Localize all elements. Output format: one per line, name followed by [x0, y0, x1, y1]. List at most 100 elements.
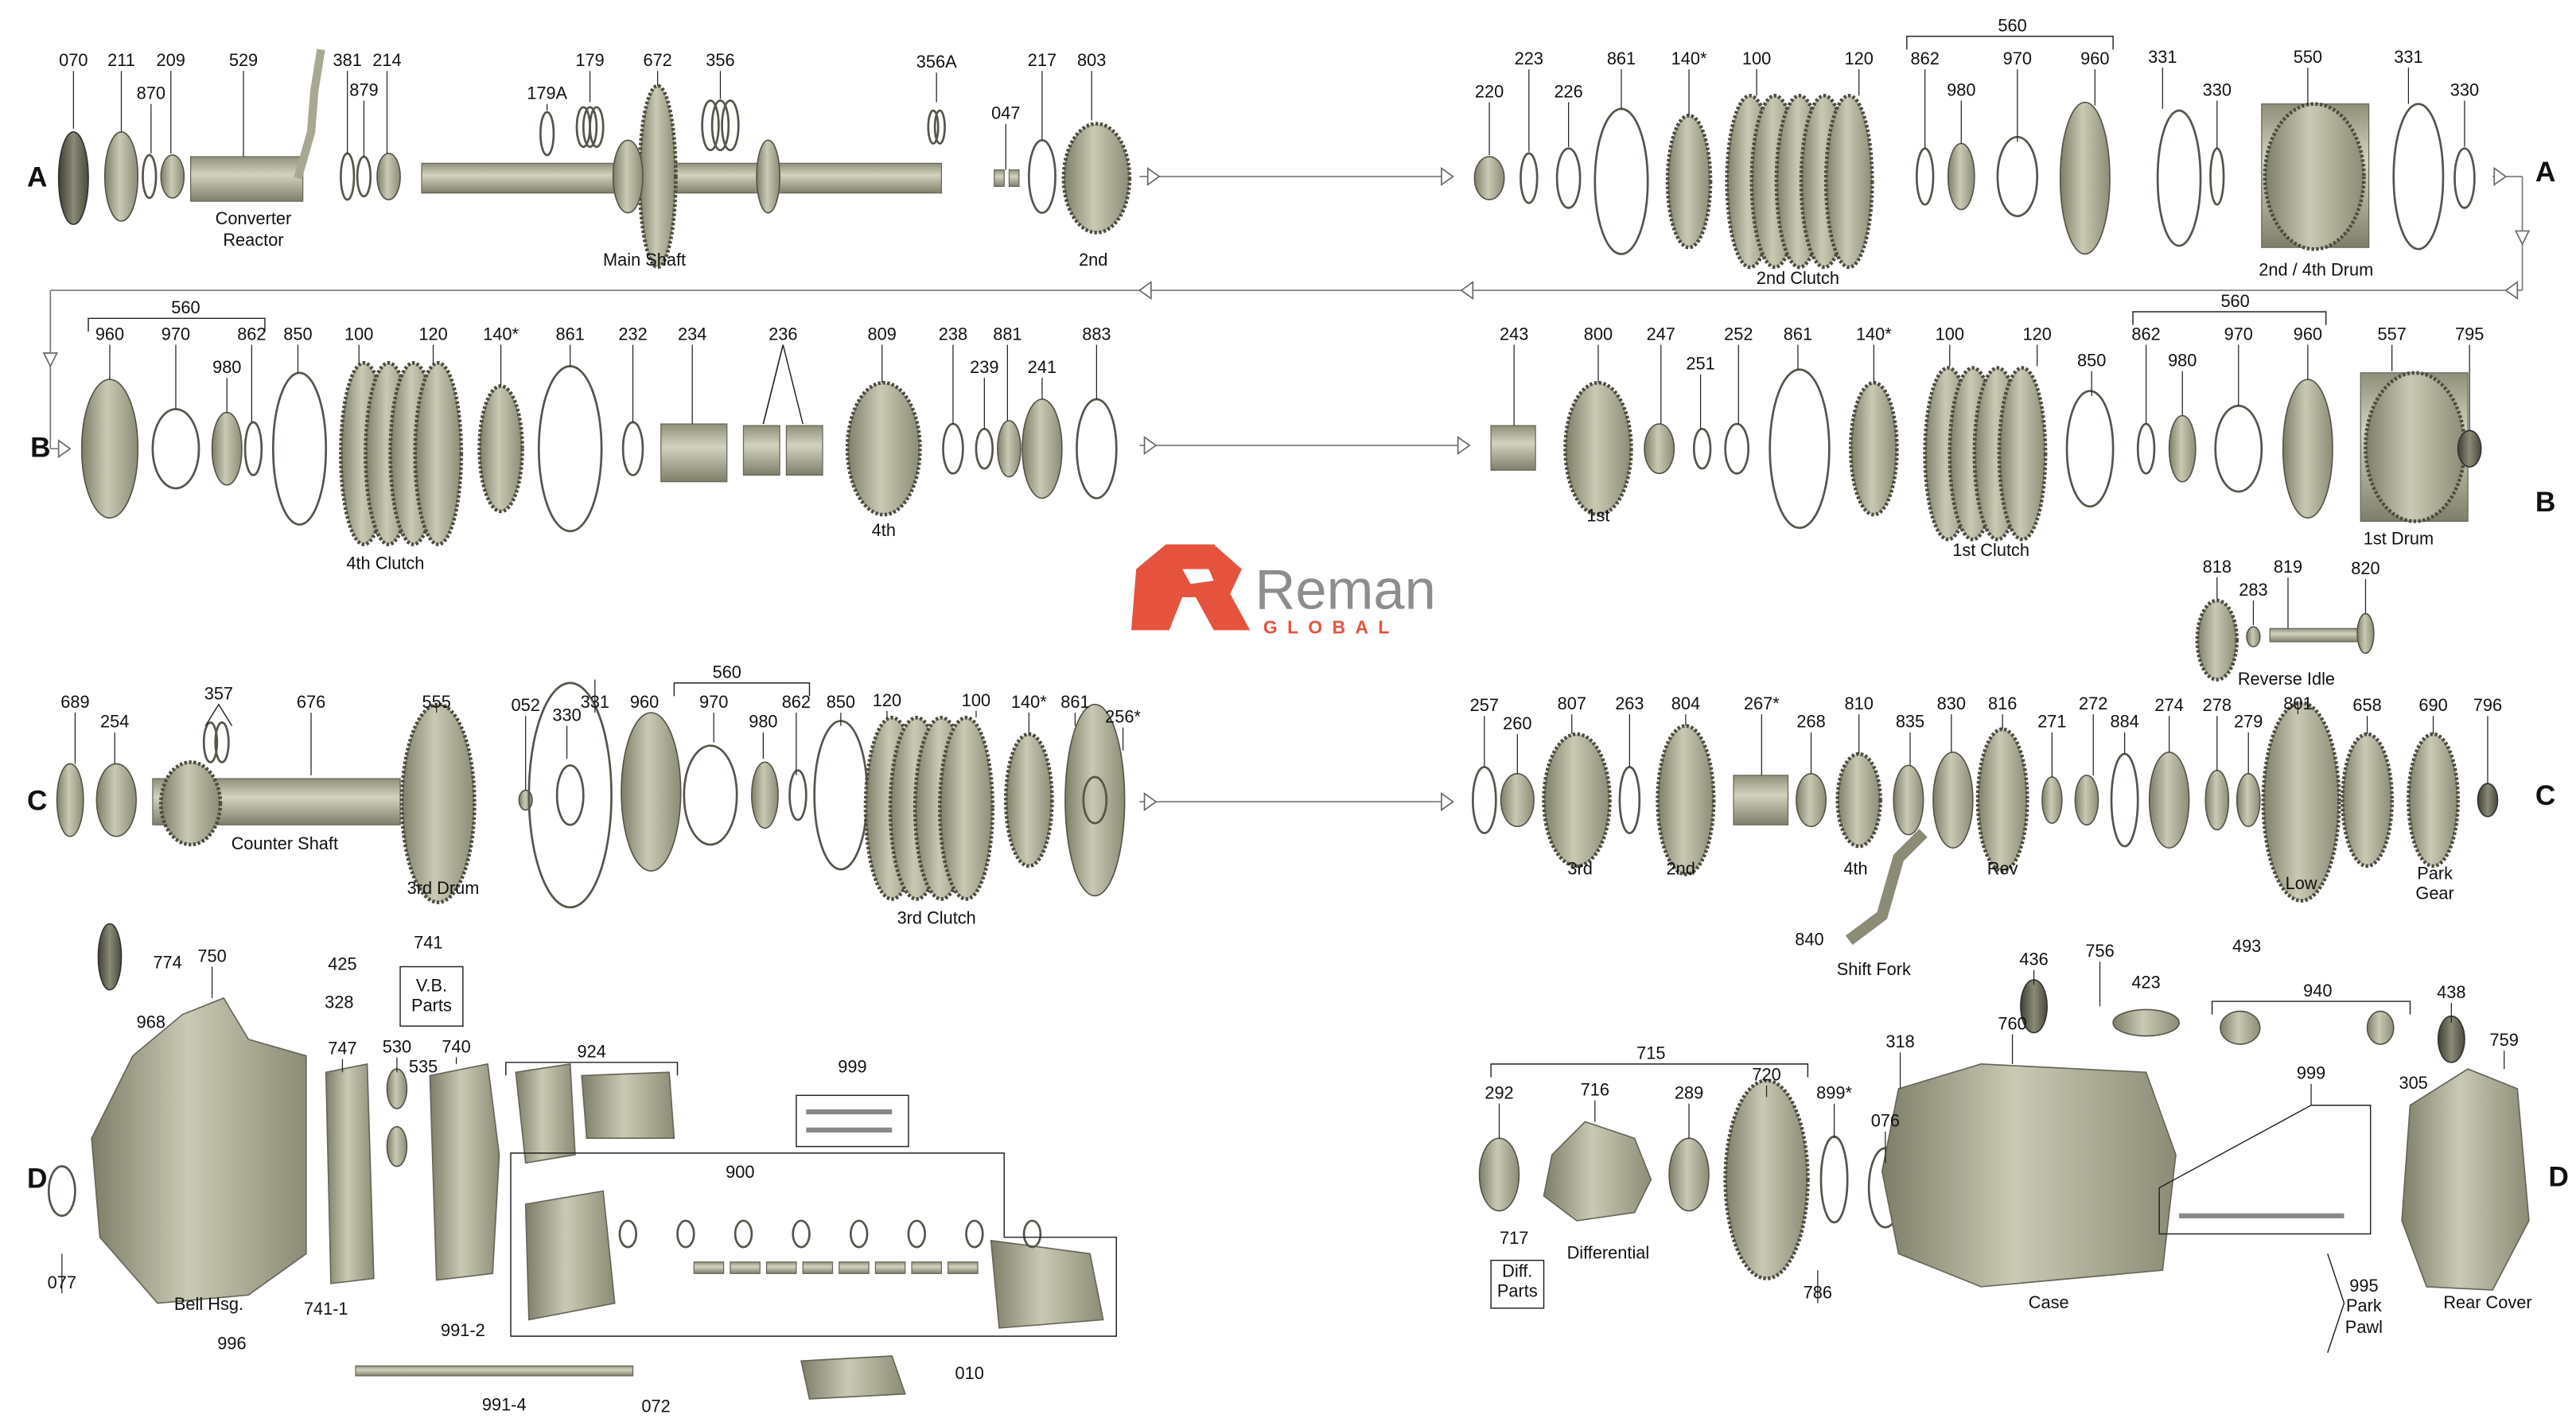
- park-parts-999-box: [2158, 1105, 2372, 1235]
- part-caption: Rear Cover: [2443, 1292, 2531, 1312]
- part-callout: 796: [2473, 695, 2502, 715]
- part-callout: 999: [2297, 1063, 2325, 1083]
- part-callout: 760: [1998, 1013, 2026, 1033]
- part-callout: 807: [1558, 694, 1586, 713]
- callout-boxes: [88, 35, 2411, 1354]
- part-callout: 995: [2349, 1276, 2378, 1296]
- part-shape: [1915, 147, 1935, 206]
- part-callout: 881: [993, 324, 1021, 344]
- part-shape: [683, 744, 738, 846]
- part-shape: [813, 720, 869, 871]
- part-callout: 120: [873, 690, 901, 710]
- part-callout: 100: [1742, 49, 1771, 68]
- valve-spool-shape: [693, 1261, 725, 1274]
- part-callout: 254: [100, 712, 129, 732]
- part-callout: 425: [328, 954, 356, 974]
- part-callout: 658: [2352, 695, 2381, 715]
- part-shape: [1656, 724, 1716, 876]
- part-shape: [1668, 1137, 1710, 1212]
- part-shape: [994, 169, 1005, 188]
- part-callout: 140*: [1856, 324, 1892, 344]
- part-shape: [2195, 598, 2239, 682]
- part-shape: [2074, 775, 2099, 826]
- part-callout: 786: [1804, 1282, 1832, 1302]
- part-callout: 980: [212, 357, 241, 377]
- valve-spring-shape: [792, 1219, 811, 1249]
- part-callout: 861: [556, 324, 585, 344]
- part-shape: [1819, 1135, 1849, 1224]
- row-marker: C: [27, 785, 47, 816]
- part-callout: 960: [2294, 324, 2322, 344]
- part-shape: [938, 716, 994, 901]
- part-callout: 247: [1647, 324, 1675, 344]
- part-callout: 279: [2234, 712, 2263, 732]
- part-shape: [2453, 147, 2476, 209]
- part-callout: 970: [699, 692, 728, 712]
- part-callout: 357: [204, 683, 233, 703]
- part-callout: 267*: [1744, 694, 1780, 713]
- part-shape: [2477, 783, 2499, 818]
- part-shape: [214, 721, 230, 763]
- part-shape: [1733, 775, 1789, 826]
- row-marker: C: [2535, 780, 2555, 811]
- flow-arrow-icon: [1138, 281, 1152, 301]
- part-shape: [2261, 701, 2341, 903]
- part-caption: Rev: [1987, 858, 2018, 878]
- part-callout: 672: [643, 50, 671, 70]
- part-callout: 689: [60, 692, 89, 712]
- part-caption: Gear: [2415, 883, 2453, 903]
- part-caption: Low: [2286, 873, 2317, 893]
- part-shape: [1490, 425, 1536, 471]
- row-marker: D: [2548, 1161, 2568, 1192]
- part-callout: 289: [1675, 1082, 1703, 1102]
- valve-spool-shape: [948, 1261, 979, 1274]
- part-shape: [612, 139, 644, 214]
- part-callout: 305: [2399, 1073, 2427, 1093]
- valve-spring-shape: [1022, 1219, 1042, 1249]
- part-callout: 535: [409, 1056, 438, 1076]
- rear-cover-shape: [2401, 1068, 2530, 1291]
- solenoid-shape: [800, 1355, 906, 1400]
- part-shape: [518, 789, 533, 811]
- logo-name: Reman: [1255, 558, 1436, 620]
- part-callout: 690: [2418, 695, 2447, 715]
- part-shape: [1473, 156, 1505, 200]
- part-caption: Counter Shaft: [232, 833, 338, 853]
- valve-body-shape: [429, 1063, 500, 1281]
- part-callout: 529: [229, 50, 258, 70]
- part-shape: [386, 1068, 408, 1109]
- part-callout: 862: [2131, 324, 2160, 344]
- part-caption: Reactor: [223, 230, 283, 250]
- part-callout: 991-4: [482, 1394, 527, 1414]
- valve-body-part-shape: [581, 1071, 675, 1140]
- part-callout: 883: [1082, 324, 1111, 344]
- part-shape: [2204, 769, 2230, 831]
- group-bracket: [1906, 35, 2114, 50]
- part-callout: 999: [838, 1056, 866, 1076]
- valve-body-part-shape: [515, 1063, 576, 1164]
- part-shape: [1027, 138, 1056, 214]
- part-shape: [340, 152, 356, 201]
- part-shape: [756, 139, 780, 214]
- valve-spool-shape: [765, 1261, 797, 1274]
- part-shape: [202, 721, 219, 763]
- part-shape: [2246, 626, 2261, 647]
- part-callout: 179: [575, 50, 604, 70]
- part-callout: 557: [2378, 324, 2407, 344]
- flow-arrow-icon: [1441, 792, 1454, 812]
- part-shape: [1849, 380, 1899, 517]
- part-callout: 550: [2294, 47, 2322, 67]
- part-shape: [1563, 380, 1633, 517]
- part-callout: 835: [1896, 712, 1924, 732]
- part-callout: 493: [2232, 936, 2261, 956]
- part-callout: 438: [2437, 982, 2465, 1002]
- part-callout: 076: [1871, 1111, 1900, 1131]
- part-shape: [997, 420, 1021, 478]
- part-shape: [2392, 103, 2445, 251]
- part-callout: 120: [2023, 324, 2052, 344]
- part-shape: [1947, 142, 1975, 211]
- part-shape: [356, 155, 372, 198]
- part-caption: 1st Clutch: [1952, 540, 2029, 560]
- part-callout: 980: [1947, 80, 1975, 99]
- part-shape: [589, 106, 605, 148]
